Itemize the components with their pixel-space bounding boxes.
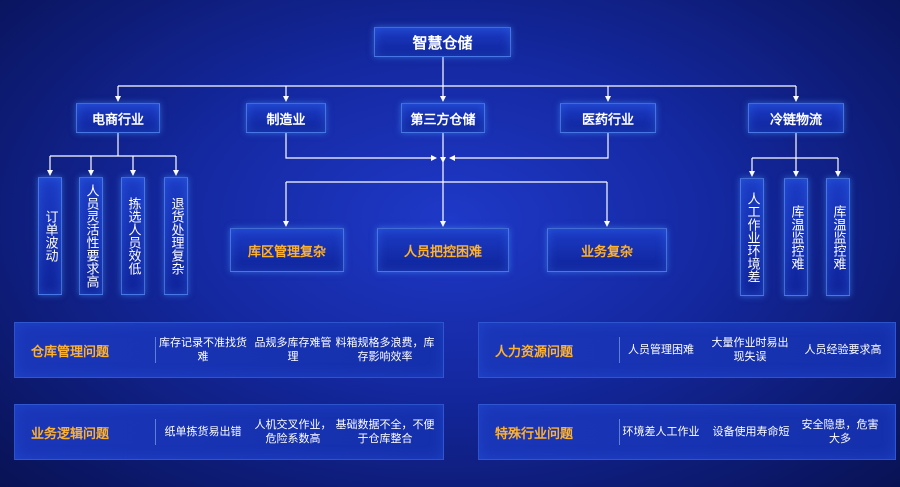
panel-item: 纸单拣货易出错: [155, 405, 251, 459]
panel-title: 仓库管理问题: [31, 344, 110, 360]
panel-item: 安全隐患，危害大多: [797, 405, 883, 459]
core-issue-staff-control: 人员把控困难: [377, 228, 509, 272]
cold-chain-issue-label: 库温监控难: [830, 204, 846, 270]
ecommerce-issue-staff-flexibility: 人员灵活性要求高: [79, 177, 103, 295]
panel-item: 大量作业时易出现失误: [709, 323, 791, 377]
ecommerce-issue-returns: 退货处理复杂: [164, 177, 188, 295]
panel-item: 人员管理困难: [621, 323, 701, 377]
panel-item-text: 环境差人工作业: [622, 425, 700, 438]
panel-item-text: 安全隐患，危害大多: [801, 418, 879, 445]
panel-special-industry: 特殊行业问题 环境差人工作业 设备使用寿命短 安全隐患，危害大多: [478, 404, 896, 460]
panel-item-text: 纸单拣货易出错: [164, 425, 242, 438]
panel-item: 库存记录不准找货难: [155, 323, 251, 377]
panel-item: 料箱规格多浪费，库存影响效率: [335, 323, 435, 377]
core-issue-label: 业务复杂: [580, 244, 633, 260]
panel-human-resources: 人力资源问题 人员管理困难 大量作业时易出现失误 人员经验要求高: [478, 322, 896, 378]
panel-item-text: 料箱规格多浪费，库存影响效率: [335, 336, 435, 363]
panel-divider: [619, 337, 620, 363]
ecommerce-issue-label: 订单波动: [42, 210, 58, 262]
industry-third-party: 第三方仓储: [401, 103, 485, 133]
panel-item: 人机交叉作业，危险系数高: [251, 405, 335, 459]
panel-item-text: 库存记录不准找货难: [159, 336, 247, 363]
panel-item: 品规多库存难管理: [251, 323, 335, 377]
panel-title: 人力资源问题: [495, 344, 574, 360]
industry-ecommerce-label: 电商行业: [91, 112, 144, 128]
industry-pharma-label: 医药行业: [581, 112, 634, 128]
panel-item: 基础数据不全，不便于仓库整合: [335, 405, 435, 459]
root-node: 智慧仓储: [374, 27, 511, 57]
industry-manufacturing-label: 制造业: [266, 112, 306, 128]
cold-chain-issue-environment: 人工作业环境差: [740, 178, 764, 296]
panel-item: 设备使用寿命短: [711, 405, 791, 459]
panel-title: 特殊行业问题: [495, 426, 574, 442]
industry-manufacturing: 制造业: [246, 103, 326, 133]
panel-item-text: 设备使用寿命短: [712, 425, 790, 438]
industry-third-party-label: 第三方仓储: [410, 112, 476, 128]
core-issue-label: 人员把控困难: [403, 244, 482, 260]
panel-item-text: 大量作业时易出现失误: [711, 336, 789, 363]
panel-item-text: 人员管理困难: [628, 343, 694, 356]
ecommerce-issue-order-fluctuation: 订单波动: [38, 177, 62, 295]
ecommerce-issue-label: 退货处理复杂: [168, 197, 184, 275]
panel-divider: [155, 337, 156, 363]
core-issue-zone-management: 库区管理复杂: [230, 228, 344, 272]
panel-divider: [619, 419, 620, 445]
cold-chain-issue-temperature-2: 库温监控难: [826, 178, 850, 296]
industry-pharma: 医药行业: [560, 103, 656, 133]
panel-item-text: 人机交叉作业，危险系数高: [254, 418, 332, 445]
connector-pharma-merge: [449, 133, 609, 161]
cold-chain-issue-label: 人工作业环境差: [744, 191, 760, 283]
core-issue-label: 库区管理复杂: [247, 244, 326, 260]
panel-business-logic: 业务逻辑问题 纸单拣货易出错 人机交叉作业，危险系数高 基础数据不全，不便于仓库…: [14, 404, 444, 460]
panel-item-text: 人员经验要求高: [804, 343, 882, 356]
panel-item-text: 基础数据不全，不便于仓库整合: [335, 418, 435, 445]
panel-item-text: 品规多库存难管理: [254, 336, 332, 363]
cold-chain-issue-temperature-1: 库温监控难: [784, 178, 808, 296]
cold-chain-issue-label: 库温监控难: [788, 204, 804, 270]
industry-cold-chain-label: 冷链物流: [769, 112, 822, 128]
panel-warehouse-management: 仓库管理问题 库存记录不准找货难 品规多库存难管理 料箱规格多浪费，库存影响效率: [14, 322, 444, 378]
panel-title: 业务逻辑问题: [31, 426, 110, 442]
core-issue-business-complexity: 业务复杂: [547, 228, 667, 272]
ecommerce-issue-label: 拣选人员效低: [125, 197, 141, 275]
ecommerce-issue-label: 人员灵活性要求高: [83, 184, 99, 288]
panel-item: 人员经验要求高: [795, 323, 891, 377]
panel-item: 环境差人工作业: [621, 405, 701, 459]
ecommerce-issue-picking-efficiency: 拣选人员效低: [121, 177, 145, 295]
connector-manufacturing-merge: [285, 133, 437, 161]
industry-cold-chain: 冷链物流: [748, 103, 844, 133]
panel-divider: [155, 419, 156, 445]
industry-ecommerce: 电商行业: [76, 103, 160, 133]
root-node-label: 智慧仓储: [412, 33, 473, 52]
